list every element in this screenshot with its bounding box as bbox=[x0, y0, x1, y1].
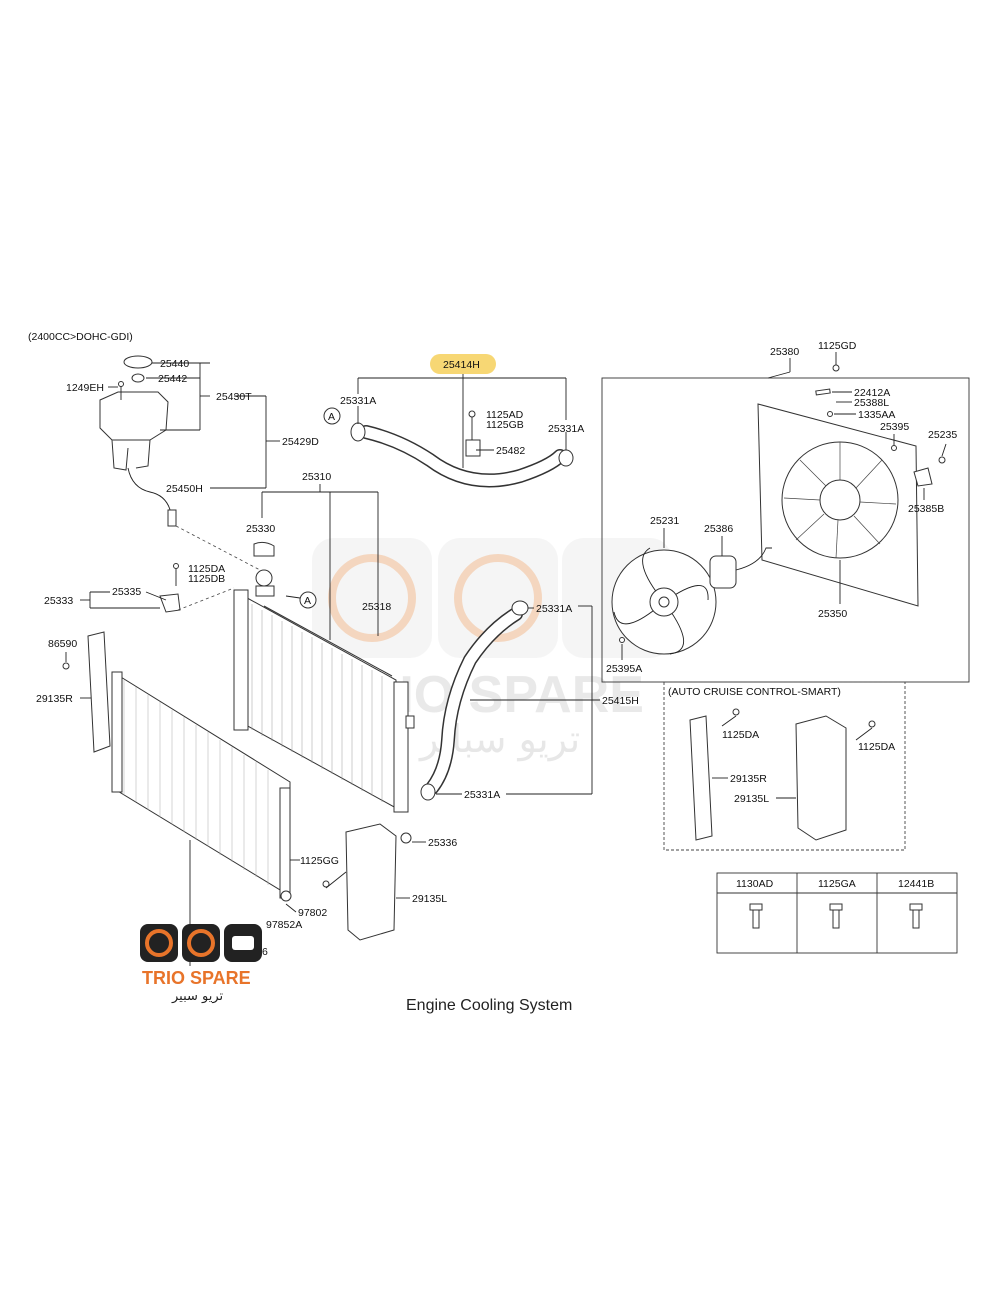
label-25386: 25386 bbox=[704, 523, 733, 535]
right-air-guard bbox=[345, 823, 397, 941]
inset-label-1125DA-right: 1125DA bbox=[858, 741, 895, 753]
label-1335AA: 1335AA bbox=[858, 409, 895, 421]
label-25395: 25395 bbox=[880, 421, 909, 433]
label-1125DA: 1125DA bbox=[188, 563, 225, 575]
label-25318: 25318 bbox=[362, 601, 391, 613]
label-partial-6: 6 bbox=[262, 946, 268, 958]
fan-motor bbox=[709, 547, 772, 589]
inset-air-guard-r bbox=[689, 715, 713, 841]
label-1125GB: 1125GB bbox=[486, 419, 524, 431]
label-22412A: 22412A bbox=[854, 387, 890, 399]
label-25380: 25380 bbox=[770, 346, 799, 358]
bolt-icon bbox=[909, 903, 923, 929]
label-25440: 25440 bbox=[160, 358, 189, 370]
diagram-caption: Engine Cooling System bbox=[406, 997, 572, 1014]
table-header-1125GA: 1125GA bbox=[818, 878, 856, 890]
label-1125GG: 1125GG bbox=[300, 855, 339, 867]
label-29135L: 29135L bbox=[412, 893, 447, 905]
label-25385B: 25385B bbox=[908, 503, 944, 515]
lower-radiator-hose bbox=[400, 600, 529, 844]
left-air-guard bbox=[87, 631, 111, 753]
trio-spare-logo: TRIO SPARE تريو سبير bbox=[140, 924, 262, 1004]
bolt-icon bbox=[749, 903, 763, 929]
circle-a-radiator: A bbox=[304, 595, 311, 607]
label-25336: 25336 bbox=[428, 837, 457, 849]
label-25395A: 25395A bbox=[606, 663, 642, 675]
label-25442: 25442 bbox=[158, 373, 187, 385]
inset-title: (AUTO CRUISE CONTROL-SMART) bbox=[668, 686, 841, 698]
fastener-table: 1130AD 1125GA 12441B bbox=[716, 872, 958, 954]
label-97802: 97802 bbox=[298, 907, 327, 919]
table-header-1130AD: 1130AD bbox=[736, 878, 774, 890]
highlight-pill bbox=[430, 354, 496, 374]
label-1249EH: 1249EH bbox=[66, 382, 104, 394]
inset-frame bbox=[663, 681, 906, 851]
label-25331A-top-left: 25331A bbox=[340, 395, 376, 407]
label-25388L: 25388L bbox=[854, 397, 889, 409]
label-25331A-hose-bottom: 25331A bbox=[464, 789, 500, 801]
label-25450H: 25450H bbox=[166, 483, 203, 495]
upper-radiator-hose bbox=[350, 410, 574, 488]
label-25333: 25333 bbox=[44, 595, 73, 607]
logo-brand: TRIO SPARE bbox=[142, 968, 251, 988]
label-25331A-hose-top: 25331A bbox=[536, 603, 572, 615]
label-25350: 25350 bbox=[818, 608, 847, 620]
label-25482: 25482 bbox=[496, 445, 525, 457]
inset-label-29135L: 29135L bbox=[734, 793, 769, 805]
radiator bbox=[233, 541, 415, 813]
condenser bbox=[111, 671, 292, 902]
label-25331A-top-right: 25331A bbox=[548, 423, 584, 435]
cooling-fan bbox=[611, 547, 717, 655]
circle-a-top: A bbox=[328, 411, 335, 423]
label-25414H[interactable]: 25414H bbox=[443, 359, 480, 371]
label-1125DB: 1125DB bbox=[188, 573, 225, 585]
label-97852A: 97852A bbox=[266, 919, 302, 931]
label-25429D: 25429D bbox=[282, 436, 319, 448]
label-25310: 25310 bbox=[302, 471, 331, 483]
bolt-icon bbox=[829, 903, 843, 929]
label-29135R-left: 29135R bbox=[36, 693, 73, 705]
label-25430T: 25430T bbox=[216, 391, 252, 403]
label-1125AD: 1125AD bbox=[486, 409, 524, 421]
label-25235: 25235 bbox=[928, 429, 957, 441]
table-header-12441B: 12441B bbox=[898, 878, 934, 890]
logo-arabic: تريو سبير bbox=[171, 989, 224, 1004]
label-25335: 25335 bbox=[112, 586, 141, 598]
fan-shroud bbox=[757, 403, 919, 607]
inset-air-guard-l bbox=[795, 715, 847, 841]
label-25330: 25330 bbox=[246, 523, 275, 535]
engine-spec: (2400CC>DOHC-GDI) bbox=[28, 331, 133, 343]
inset-label-1125DA-left: 1125DA bbox=[722, 729, 759, 741]
inset-label-29135R: 29135R bbox=[730, 773, 767, 785]
label-25415H: 25415H bbox=[602, 695, 639, 707]
label-86590: 86590 bbox=[48, 638, 77, 650]
label-25231: 25231 bbox=[650, 515, 679, 527]
label-1125GD: 1125GD bbox=[818, 340, 857, 352]
